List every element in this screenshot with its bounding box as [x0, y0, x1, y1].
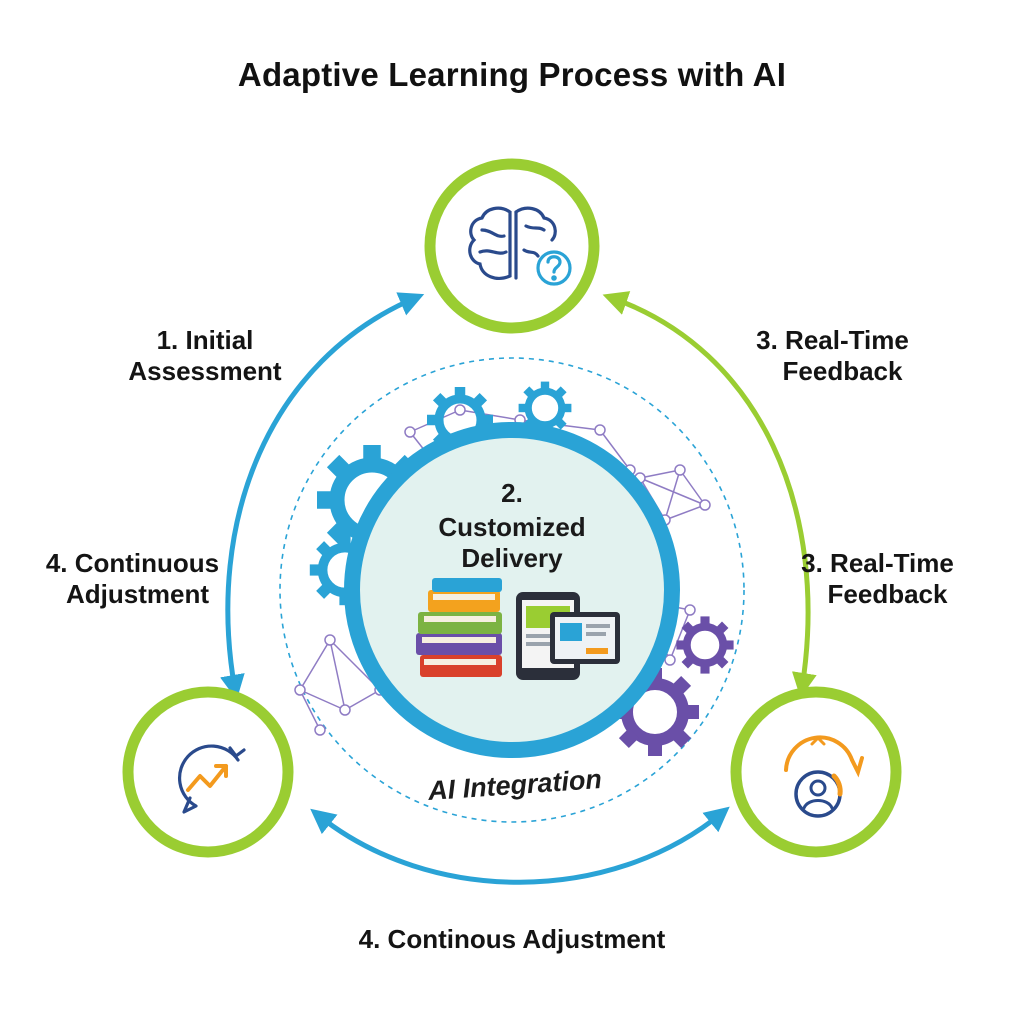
- adjustment-node: [122, 686, 294, 858]
- label-line: 3. Real-Time: [801, 548, 954, 578]
- cycle-arrow-bottom: [310, 806, 730, 885]
- label-line: 4. Continuous: [45, 548, 220, 578]
- diagram-title: Adaptive Learning Process with AI: [237, 56, 787, 93]
- label-adjustment-bottom: 4. Continous Adjustment: [358, 924, 666, 954]
- label-line: 3. Real-Time: [756, 325, 909, 355]
- cycle-arrow-upper-left: [220, 292, 425, 700]
- label-initial-assessment: 1. Initial Assessment: [120, 325, 290, 387]
- label-line: Assessment: [128, 356, 282, 386]
- brain-question-icon: [468, 206, 572, 286]
- user-progress-icon: [784, 735, 864, 818]
- cycle-arrow-upper-right: [602, 291, 817, 698]
- assessment-node: [424, 158, 600, 334]
- label-line: Feedback: [827, 579, 948, 609]
- monitor-icon: [550, 612, 620, 664]
- feedback-node: [730, 686, 902, 858]
- books-icon: [416, 578, 502, 677]
- center-title-line1: Customized: [438, 512, 586, 542]
- label-adjustment-left: 4. Continuous Adjustment: [40, 548, 225, 610]
- label-feedback-upper: 3. Real-Time Feedback: [745, 325, 920, 387]
- label-feedback-lower: 3. Real-Time Feedback: [790, 548, 965, 610]
- gear-icon: [676, 616, 733, 673]
- label-line: Feedback: [782, 356, 903, 386]
- center-step-number: 2.: [501, 478, 523, 508]
- center-title-line2: Delivery: [461, 543, 563, 573]
- trend-chat-icon: [178, 744, 246, 814]
- label-line: 1. Initial: [156, 325, 254, 355]
- label-line: Adjustment: [66, 579, 209, 609]
